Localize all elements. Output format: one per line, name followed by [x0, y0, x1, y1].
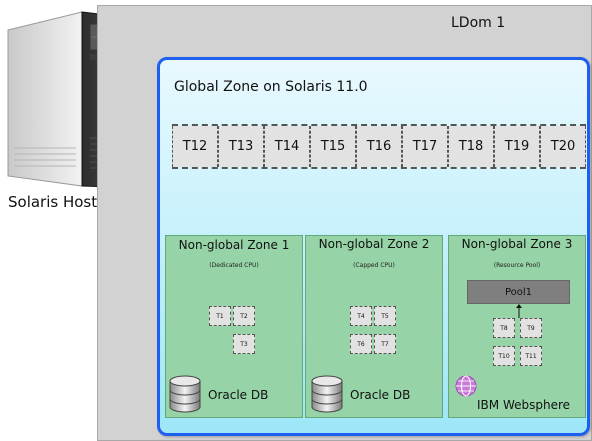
thread-cell: T10: [493, 346, 515, 366]
thread-cell: T1: [209, 306, 231, 326]
thread-cell: T15: [310, 126, 356, 167]
global-zone-title: Global Zone on Solaris 11.0: [174, 79, 368, 95]
thread-cell: T4: [350, 306, 372, 326]
thread-cell: T11: [520, 346, 542, 366]
zone-subtitle: (Dedicated CPU): [209, 262, 259, 269]
zone-title: Non-global Zone 1: [178, 238, 290, 252]
zone-subtitle: (Capped CPU): [353, 262, 395, 269]
thread-cell: T19: [494, 126, 540, 167]
globe-icon: [455, 375, 477, 397]
app-label: IBM Websphere: [477, 398, 571, 412]
thread-cell: T9: [520, 318, 542, 338]
zone-title: Non-global Zone 3: [461, 237, 573, 251]
thread-cell: T13: [218, 126, 264, 167]
thread-cell: T6: [350, 334, 372, 354]
zone-title: Non-global Zone 2: [318, 237, 430, 251]
thread-cell: T18: [448, 126, 494, 167]
thread-cell: T20: [540, 126, 586, 167]
thread-cell: T8: [493, 318, 515, 338]
app-label: Oracle DB: [208, 388, 269, 402]
ldom-title: LDom 1: [451, 15, 506, 31]
zone-subtitle: (Resource Pool): [493, 262, 541, 269]
thread-cell: T7: [374, 334, 396, 354]
pool-arrow-icon: [516, 304, 522, 318]
app-label: Oracle DB: [350, 388, 411, 402]
thread-cell: T12: [172, 126, 218, 167]
thread-cell: T5: [374, 306, 396, 326]
resource-pool: Pool1: [467, 280, 570, 304]
thread-cell: T3: [233, 334, 255, 354]
host-label: Solaris Host: [8, 193, 98, 211]
database-icon: [169, 375, 201, 413]
database-icon: [311, 375, 343, 413]
global-thread-strip: T12 T13 T14 T15 T16 T17 T18 T19 T20: [172, 124, 586, 169]
thread-cell: T16: [356, 126, 402, 167]
thread-cell: T2: [233, 306, 255, 326]
thread-cell: T14: [264, 126, 310, 167]
thread-cell: T17: [402, 126, 448, 167]
